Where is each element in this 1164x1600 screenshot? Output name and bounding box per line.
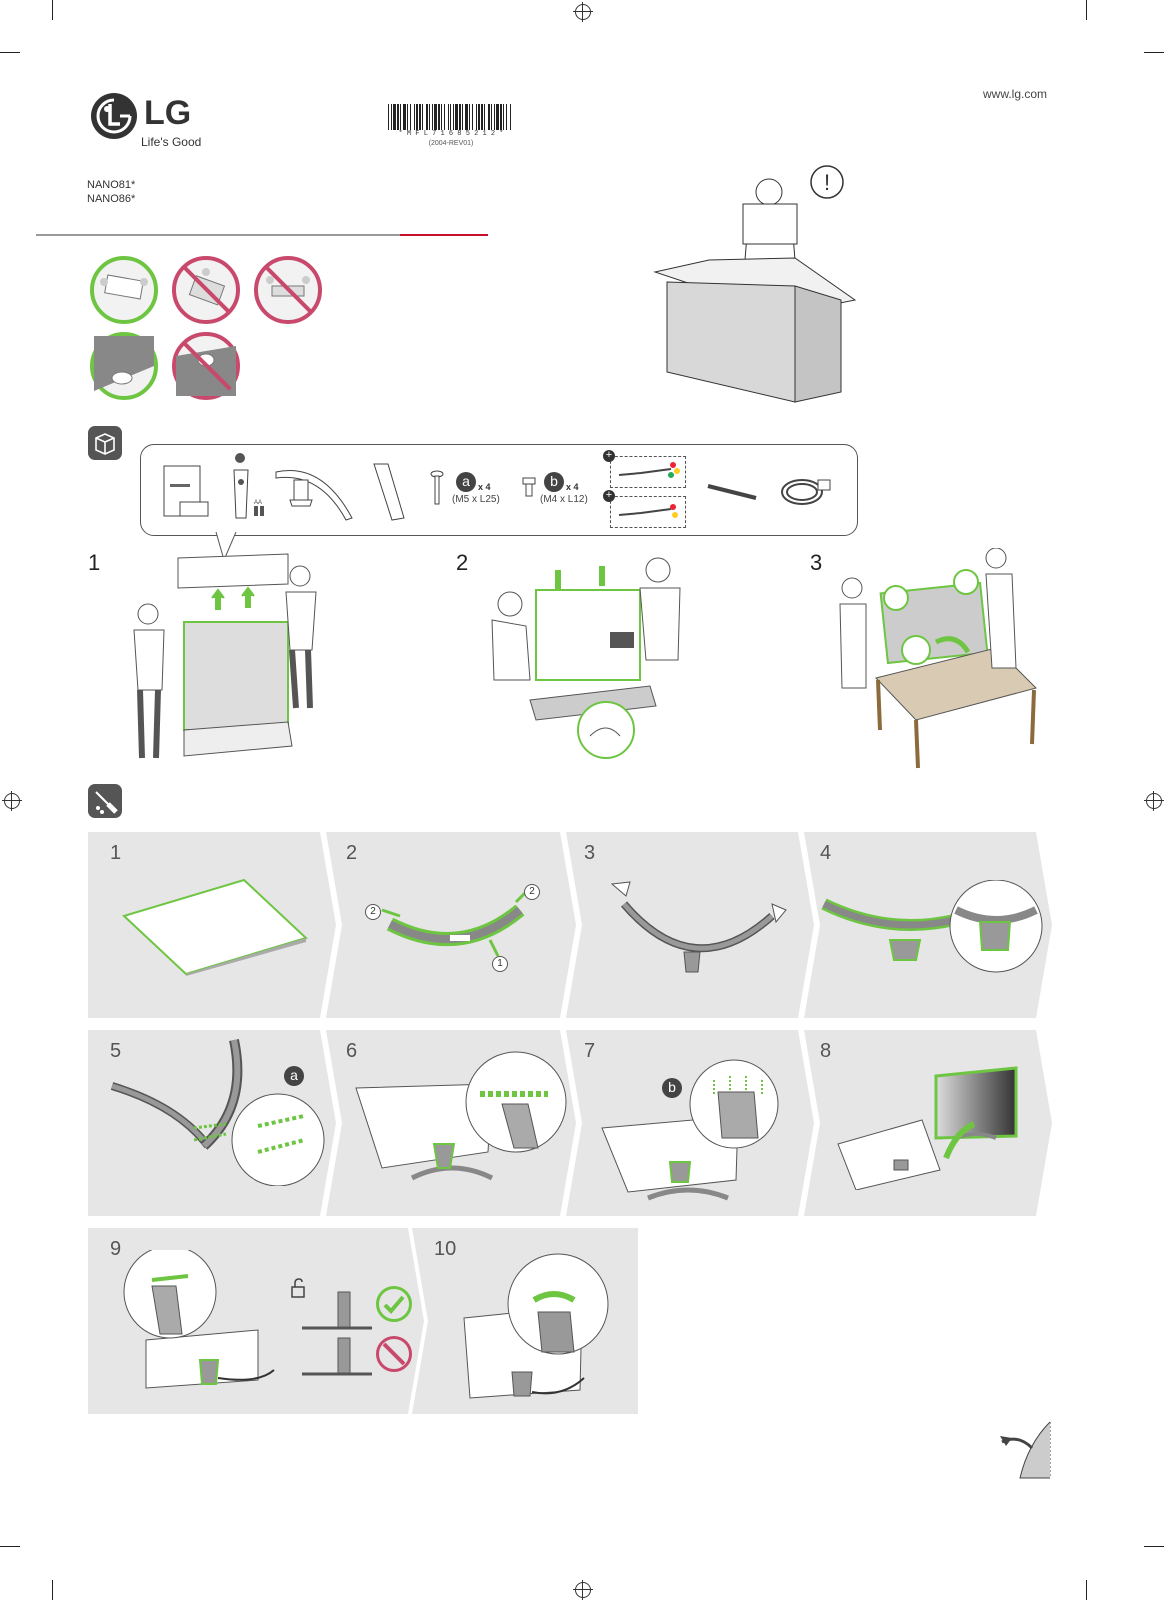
- screw-b-count: x 4: [566, 482, 579, 492]
- callout-2: 2: [524, 884, 540, 900]
- page-turn-icon: [998, 1420, 1056, 1480]
- assembly-step-number: 9: [110, 1238, 122, 1260]
- lock-open-icon: [290, 1278, 306, 1298]
- box-icon: [88, 426, 122, 460]
- screw-a-icon: [430, 470, 444, 506]
- unpack-step-number: 2: [456, 550, 469, 575]
- crop-mark: [52, 1580, 53, 1600]
- header-divider-accent: [400, 234, 488, 236]
- crop-mark: [0, 1546, 20, 1547]
- unboxing-warning-illustration: !: [645, 160, 870, 405]
- crop-mark: [1144, 52, 1164, 53]
- screw-a-label: a: [456, 472, 476, 492]
- unpack-step1-illustration: [128, 550, 328, 770]
- registration-mark: [2, 791, 22, 811]
- stand-neck-icon: [368, 460, 410, 522]
- crop-mark: [0, 52, 20, 53]
- callout-2: 2: [365, 904, 381, 920]
- unpack-step-number: 1: [88, 550, 101, 575]
- assembly-step2-illustration: [360, 880, 556, 980]
- assembly-step-number: 2: [346, 842, 358, 864]
- assembly-step8-illustration: [836, 1066, 1036, 1191]
- screw-b-icon: [522, 476, 536, 498]
- model-list: NANO81* NANO86*: [87, 178, 135, 206]
- optional-plus-icon: +: [603, 450, 615, 462]
- assembly-step4-illustration: [820, 879, 1050, 980]
- barcode: [388, 104, 514, 130]
- assembly-step9-illustration: [118, 1245, 298, 1400]
- unpack-step2-illustration: [480, 550, 700, 780]
- assembly-step-number: 3: [584, 842, 596, 864]
- screwdriver-icon: [88, 784, 122, 818]
- screw-b-callout: b: [662, 1078, 682, 1098]
- assembly-step-number: 1: [110, 842, 122, 864]
- assembly-step6-illustration: [352, 1048, 578, 1188]
- barcode-text: * M F L 7 1 6 8 5 2 1 2 *: [398, 130, 504, 138]
- lg-logo: [90, 92, 138, 140]
- assembly-step7-illustration: [598, 1052, 798, 1202]
- assembly-step1-illustration: [120, 876, 310, 976]
- brand-tagline: Life's Good: [141, 135, 202, 149]
- screw-a-callout: a: [284, 1066, 304, 1086]
- handling-ok-icon: [90, 256, 158, 324]
- callout-1: 1: [492, 956, 508, 972]
- screw-b-spec: (M4 x L12): [540, 494, 588, 505]
- parts-list-panel: [140, 444, 858, 536]
- assembly-step10-illustration: [462, 1252, 612, 1402]
- brand-name: LG: [144, 94, 192, 132]
- registration-mark: [573, 1580, 593, 1600]
- handling-wrong-icon: [254, 256, 322, 324]
- assembly-step-number: 5: [110, 1040, 122, 1062]
- remote-control-icon: [226, 452, 270, 522]
- assembly-step-number: 4: [820, 842, 832, 864]
- handling-wrong-icon: [172, 256, 240, 324]
- screw-a-spec: (M5 x L25): [452, 494, 500, 505]
- assembly-step5-illustration: [108, 1036, 332, 1187]
- cable-holder-icon: [706, 478, 758, 502]
- revision-code: (2004-REV01): [428, 140, 474, 147]
- crop-mark: [1086, 1580, 1087, 1600]
- stand-incorrect-illustration: [298, 1332, 374, 1386]
- header-divider: [36, 234, 400, 236]
- screw-b-label: b: [544, 472, 564, 492]
- assembly-step-number: 8: [820, 1040, 832, 1062]
- unpack-step-number: 3: [810, 550, 823, 575]
- assembly-step-number: 6: [346, 1040, 358, 1062]
- hand-hold-ok-icon: [90, 332, 158, 400]
- assembly-step3-illustration: [604, 876, 794, 976]
- stand-correct-illustration: [298, 1286, 374, 1340]
- av-cable-optional: [610, 456, 686, 488]
- crop-mark: [52, 0, 53, 20]
- battery-label: AA: [254, 500, 263, 506]
- manual-icon: [162, 462, 210, 520]
- registration-mark: [1144, 791, 1164, 811]
- assembly-step-number: 7: [584, 1040, 596, 1062]
- website-link[interactable]: www.lg.com: [983, 87, 1048, 101]
- prohibited-icon: [376, 1336, 412, 1372]
- optional-plus-icon: +: [603, 490, 615, 502]
- power-cord-icon: [778, 470, 834, 512]
- unpack-step3-illustration: [836, 547, 1042, 774]
- model-name: NANO81*: [87, 179, 136, 191]
- stand-arm-icon: [272, 462, 358, 522]
- screw-a-count: x 4: [478, 482, 491, 492]
- component-cable-optional: [610, 496, 686, 528]
- hand-hold-wrong-icon: [172, 332, 240, 400]
- assembly-step-number: 10: [434, 1238, 457, 1260]
- warning-icon: [810, 165, 844, 199]
- check-icon: [376, 1286, 412, 1322]
- svg-text:!: !: [824, 170, 830, 195]
- crop-mark: [1144, 1546, 1164, 1547]
- registration-mark: [573, 2, 593, 22]
- model-name: NANO86*: [87, 193, 136, 205]
- crop-mark: [1086, 0, 1087, 20]
